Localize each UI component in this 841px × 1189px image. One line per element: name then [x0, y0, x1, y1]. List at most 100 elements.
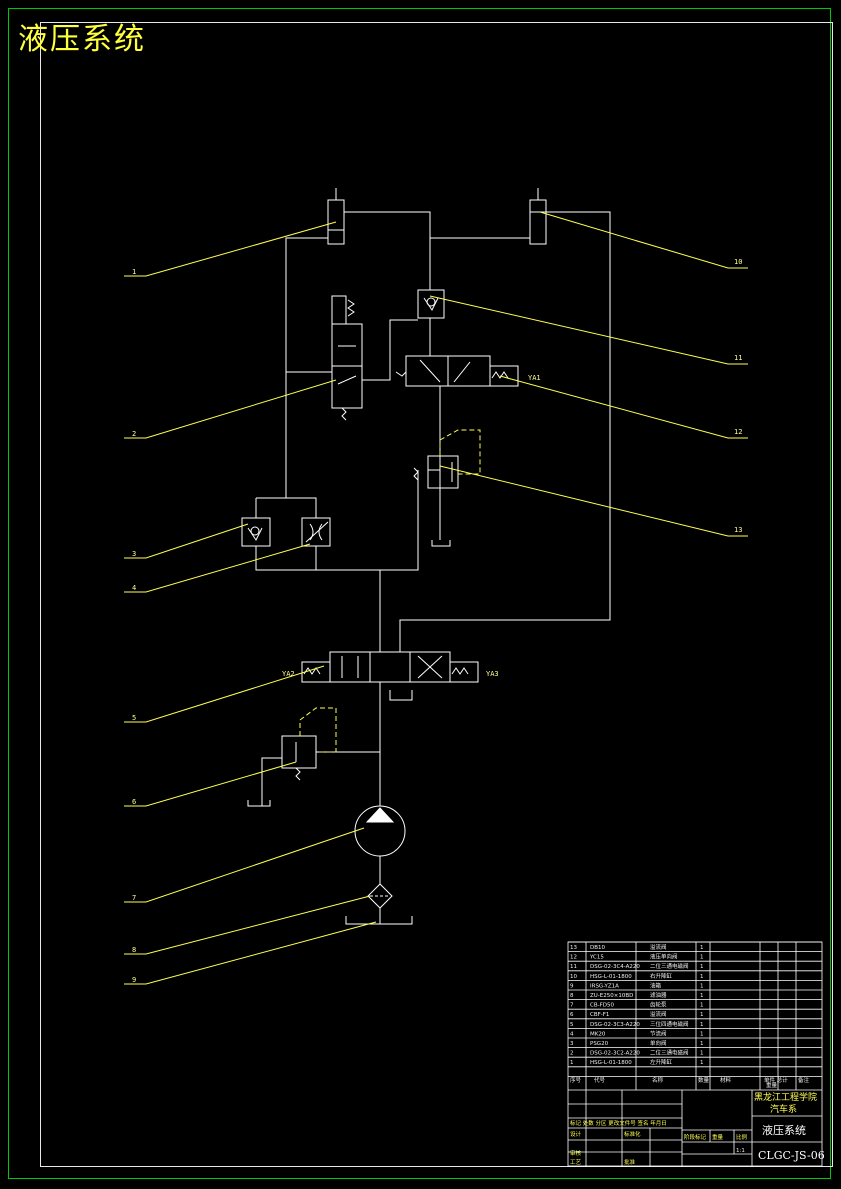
bom-row-qty: 1	[700, 1031, 704, 1037]
label-8: 8	[132, 946, 136, 954]
bom-row-qty: 1	[700, 964, 704, 970]
filter-8	[367, 883, 393, 909]
inner-frame	[40, 22, 833, 1167]
bom-row-code: MK20	[590, 1031, 606, 1037]
bom-row-no: 13	[570, 945, 577, 951]
scale-label: 比例	[736, 1133, 748, 1141]
bom-row-name: 单向阀	[650, 1039, 667, 1047]
bom-row-no: 10	[570, 974, 577, 980]
bom-weight-header: 重量	[766, 1081, 778, 1089]
bom-row-name: 右升降缸	[650, 972, 673, 980]
label-ya2: YA2	[282, 670, 295, 678]
bom-row-qty: 1	[700, 1003, 704, 1009]
bom-row-code: YC15	[589, 955, 604, 961]
bom-row-code: PSG20	[590, 1041, 609, 1047]
bom-row-name: 液压单向阀	[650, 953, 678, 961]
dept-name: 汽车系	[770, 1103, 797, 1115]
bom-row-code: DSG-02-3C3-A220	[590, 1022, 640, 1028]
solenoid-valve-12	[395, 355, 519, 387]
relief-valve-6	[281, 707, 337, 781]
bom-row-name: 滤油器	[650, 991, 667, 999]
label-ya3: YA3	[486, 670, 499, 678]
outer-frame	[8, 8, 831, 1179]
bom-row-no: 8	[570, 993, 574, 999]
bom-row-name: 左升降缸	[650, 1058, 673, 1066]
check-valve-11	[417, 289, 445, 319]
drawing-number: CLGC-JS-06	[758, 1149, 825, 1162]
bom-row-no: 9	[570, 983, 574, 989]
mark-row: 标记 处数 分区 更改文件号 签名 年月日	[570, 1119, 667, 1127]
bom-row-no: 11	[570, 964, 577, 970]
label-9: 9	[132, 976, 136, 984]
directional-valve-5	[301, 651, 479, 683]
bom-row-code: CBF-F1	[590, 1012, 609, 1018]
bom-row-code: DSG-02-3C4-A220	[590, 964, 640, 970]
bom-row-qty: 1	[700, 974, 704, 980]
bom-row-qty: 1	[700, 1051, 704, 1057]
bom-row-qty: 1	[700, 1012, 704, 1018]
bom-row-no: 3	[570, 1041, 574, 1047]
bom-row-qty: 1	[700, 1041, 704, 1047]
bom-row-name: 三位四通电磁阀	[650, 1020, 689, 1028]
check-valve-3	[241, 517, 271, 547]
bom-row-no: 5	[570, 1022, 574, 1028]
left-cylinder	[327, 188, 345, 245]
relief-valve-13	[413, 429, 481, 489]
stage-label: 阶段标记	[684, 1133, 707, 1141]
process-label: 工艺	[570, 1159, 582, 1166]
valve-2	[331, 295, 363, 421]
bom-row-code: DB10	[590, 945, 606, 951]
bom-row-name: 溢流阀	[650, 943, 667, 951]
leader-lines	[124, 211, 748, 985]
label-3: 3	[132, 550, 136, 558]
bom-row-no: 1	[570, 1060, 574, 1066]
bom-row-name: 二位三通电磁阀	[650, 1049, 689, 1057]
right-cylinder	[529, 188, 547, 245]
bom-row-no: 12	[570, 955, 577, 961]
drawing-title: 液压系统	[18, 22, 146, 57]
pipe-network	[255, 211, 611, 924]
designer-label: 设计	[570, 1130, 582, 1138]
drawing-name: 液压系统	[762, 1123, 806, 1137]
bom-row-name: 节流阀	[650, 1029, 667, 1037]
label-11: 11	[734, 354, 742, 362]
bom-row-code: DSG-02-3C2-A220	[590, 1051, 640, 1057]
bom-row-code: HSG-L-01-1800	[590, 974, 632, 980]
standard-label: 标准化	[624, 1130, 641, 1138]
bom-row-name: 二位三通电磁阀	[650, 962, 689, 970]
scale-value: 1:1	[736, 1148, 745, 1154]
bom-row-code: CB-FD50	[590, 1003, 614, 1009]
label-ya1: YA1	[528, 374, 541, 382]
label-1: 1	[132, 268, 136, 276]
label-12: 12	[734, 428, 742, 436]
bom-row-name: 齿轮泵	[650, 1001, 667, 1009]
tank-symbols	[247, 540, 451, 925]
label-6: 6	[132, 798, 136, 806]
bom-row-code: ZU-E250×10BD	[590, 993, 633, 999]
bom-header-row: 序号 代号 名称 数量 材料 单件 总计 备注	[570, 1076, 810, 1084]
bom-row-no: 7	[570, 1003, 574, 1009]
bom-row-qty: 1	[700, 945, 704, 951]
bom-row-qty: 1	[700, 1060, 704, 1066]
label-4: 4	[132, 584, 136, 592]
bom-row-qty: 1	[700, 1022, 704, 1028]
bom-row-qty: 1	[700, 983, 704, 989]
bom-row-name: 油箱	[650, 981, 662, 989]
label-5: 5	[132, 714, 136, 722]
pump-7	[354, 805, 406, 857]
bom-row-qty: 1	[700, 955, 704, 961]
weight-label: 重量	[712, 1133, 724, 1141]
bom-row-no: 4	[570, 1031, 574, 1037]
label-13: 13	[734, 526, 742, 534]
label-7: 7	[132, 894, 136, 902]
approve-label: 批准	[624, 1158, 636, 1166]
bom-row-qty: 1	[700, 993, 704, 999]
throttle-valve-4	[301, 517, 331, 547]
bom-row-code: HSG-L-01-1800	[590, 1060, 632, 1066]
bom-row-no: 6	[570, 1012, 574, 1018]
label-2: 2	[132, 430, 136, 438]
bom-row-code: IRSG-YZ1A	[590, 983, 619, 989]
title-block: 序号 代号 名称 数量 材料 单件 总计 备注 重量 黑龙江工程学院 汽车系 液…	[567, 941, 825, 1167]
